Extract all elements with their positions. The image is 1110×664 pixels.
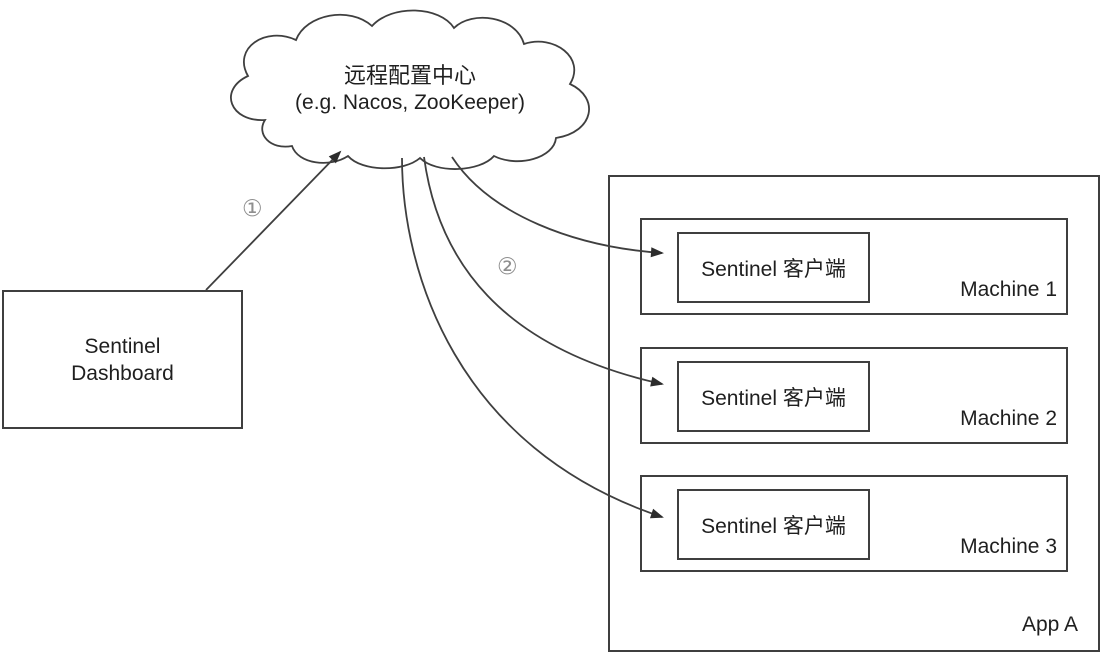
machine-3-box: Machine 3 bbox=[640, 475, 1068, 572]
app-a-box: App A bbox=[608, 175, 1100, 652]
dashboard-to-config-arrow bbox=[205, 150, 342, 291]
sentinel-client-box-2: Sentinel 客户端 bbox=[677, 361, 870, 432]
sentinel-client-label-3: Sentinel 客户端 bbox=[701, 514, 846, 538]
sentinel-client-label-1: Sentinel 客户端 bbox=[701, 257, 846, 281]
step-2-badge: ② bbox=[497, 253, 518, 279]
step-1-badge: ① bbox=[242, 195, 263, 221]
config-to-client-arrow-machine3 bbox=[401, 157, 664, 519]
sentinel-dashboard-box: Sentinel Dashboard bbox=[2, 290, 243, 429]
config-center-subtitle: (e.g. Nacos, ZooKeeper) bbox=[295, 91, 525, 114]
sentinel-client-box-3: Sentinel 客户端 bbox=[677, 489, 870, 560]
config-center-title: 远程配置中心 bbox=[343, 63, 476, 88]
sentinel-dashboard-label: Sentinel Dashboard bbox=[71, 334, 174, 385]
machine-3-label: Machine 3 bbox=[960, 535, 1057, 558]
sentinel-client-label-2: Sentinel 客户端 bbox=[701, 386, 846, 410]
machine-2-label: Machine 2 bbox=[960, 407, 1057, 430]
machine-1-box: Machine 1 bbox=[640, 218, 1068, 315]
config-center-cloud-shape bbox=[230, 9, 590, 170]
config-to-client-arrow-machine1 bbox=[451, 156, 664, 258]
config-center-label: 远程配置中心 (e.g. Nacos, ZooKeeper) bbox=[238, 62, 582, 116]
machine-2-box: Machine 2 bbox=[640, 347, 1068, 444]
config-to-client-arrow-machine2 bbox=[423, 156, 664, 387]
sentinel-client-box-1: Sentinel 客户端 bbox=[677, 232, 870, 303]
machine-1-label: Machine 1 bbox=[960, 278, 1057, 301]
app-a-label: App A bbox=[1021, 613, 1078, 636]
